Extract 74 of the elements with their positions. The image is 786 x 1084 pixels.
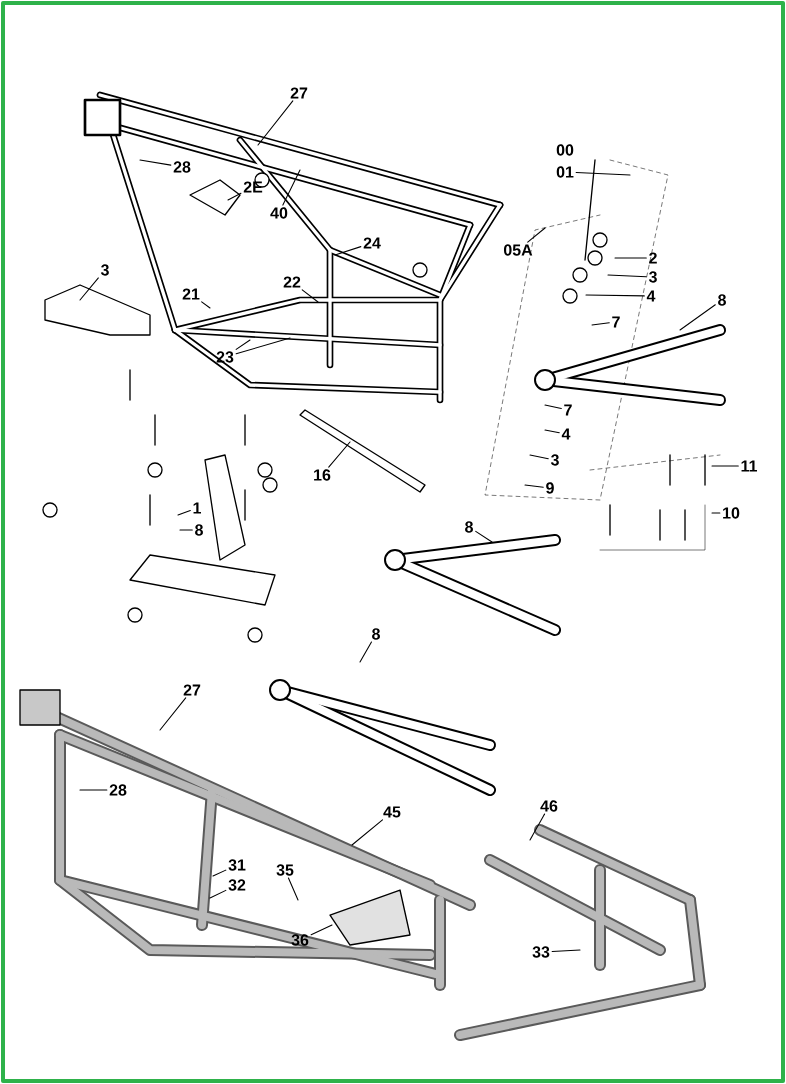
callout-number: 8 [718,294,726,306]
leader-line [607,274,647,278]
callout-number: 32 [228,879,246,891]
callout-number: 7 [564,404,572,416]
leader-line [159,697,187,731]
callout-number: 3 [100,264,109,276]
leader-line [524,484,544,488]
callout-number: 3 [550,454,559,466]
callout-number: 23 [216,351,234,363]
leader-line [209,889,227,899]
callout-number: 28 [109,784,127,796]
leader-line [227,192,242,201]
callout-number: 1 [193,502,201,514]
leader-line [679,304,716,331]
leader-line [711,465,739,467]
callout-number: 36 [291,934,309,946]
leader-line [529,813,546,841]
callout-number: 9 [546,482,554,494]
leader-line [591,322,610,326]
leader-line [614,257,647,259]
leader-line [310,924,333,936]
leader-line [235,339,251,350]
callout-number: 3 [648,271,657,283]
leader-line [328,441,351,468]
leader-line [529,454,549,460]
leader-line [257,100,294,146]
leader-line [79,277,99,301]
callout-number: 46 [540,800,558,812]
leader-line [139,159,172,166]
leader-line [179,529,193,531]
leader-line [235,337,291,355]
callout-number: 28 [173,161,191,173]
callout-number: 01 [556,166,574,178]
callout-number: 31 [228,859,246,871]
leader-line [359,641,372,663]
callout-number: 21 [182,288,200,300]
callout-number: 05A [503,244,533,256]
callout-number: 4 [561,428,571,440]
leader-line [79,789,108,791]
leader-line [351,819,384,846]
leader-line [282,169,301,206]
callout-number: 27 [183,684,201,696]
leader-line [575,172,631,176]
callout-number: 22 [283,276,301,288]
callout-number: 10 [723,507,740,519]
callout-number: 45 [383,806,401,818]
callout-number: 8 [465,521,473,533]
leader-line [301,289,319,303]
leader-line [334,246,362,256]
leader-line [177,509,191,516]
leader-line [544,429,560,434]
callout-number: 2 [649,252,657,264]
leader-line [212,869,227,877]
callout-number: 16 [314,469,331,481]
callout-number: 27 [290,87,308,99]
callout-number: 8 [195,524,203,536]
leader-line [201,301,211,309]
callout-number: 2E [243,181,263,193]
callout-number: 24 [363,237,381,249]
callout-number: 35 [276,864,294,876]
callout-number: 00 [556,144,574,156]
leader-line [711,512,721,514]
callout-number: 8 [372,628,380,640]
leader-line [287,877,299,901]
leader-line [551,949,581,952]
callout-number: 11 [741,460,757,472]
leader-line [475,530,493,543]
leader-line [527,227,546,243]
callout-number: 33 [532,946,550,958]
leader-line [585,294,645,297]
callout-number: 40 [270,207,288,219]
callout-number: 7 [612,316,620,328]
leader-line [544,404,562,410]
callout-number: 4 [646,290,656,302]
